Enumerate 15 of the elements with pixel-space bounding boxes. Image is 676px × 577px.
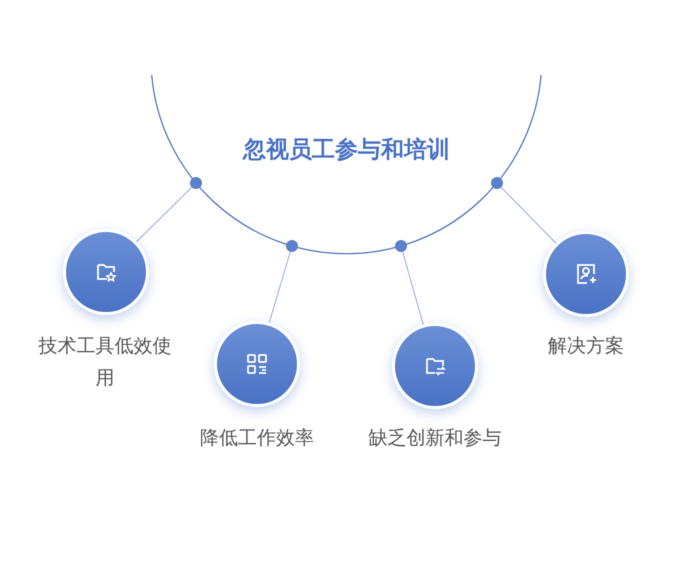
junction-dot: [394, 240, 407, 252]
connector-line: [500, 186, 556, 244]
junction-dot: [190, 177, 202, 189]
node-label: 缺乏创新和参与: [368, 426, 502, 451]
title-text: 忽视员工参与和培训: [241, 136, 451, 165]
connector-line: [268, 251, 291, 324]
node-label: 降低工作效率: [199, 426, 315, 451]
connector-line: [402, 251, 424, 326]
junction-dot: [490, 177, 503, 189]
node-label: 解决方案: [547, 334, 625, 359]
junction-dot: [286, 240, 298, 252]
node-label: 技术工具低效使用: [38, 334, 172, 391]
icon-circle: [543, 231, 629, 317]
connector-line: [136, 186, 192, 242]
icon-circle: [63, 229, 149, 315]
